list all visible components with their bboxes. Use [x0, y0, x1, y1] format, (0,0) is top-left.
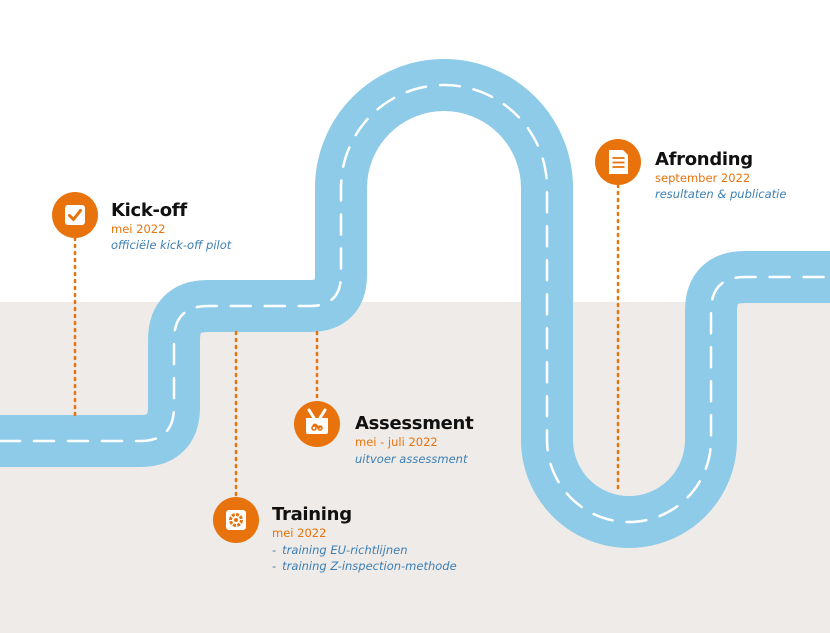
- assessment-date: mei - juli 2022: [355, 435, 438, 449]
- afronding-date: september 2022: [655, 171, 751, 185]
- road-center-line: [0, 83, 830, 524]
- tools-icon: [294, 401, 340, 447]
- training-item: -training Z-inspection-methode: [272, 559, 457, 573]
- afronding-description: resultaten & publicatie: [655, 187, 787, 201]
- training-title: Training: [272, 504, 352, 525]
- afronding-title: Afronding: [655, 149, 753, 170]
- checkbox-icon: [52, 192, 98, 238]
- kickoff-date: mei 2022: [111, 222, 166, 236]
- gear-icon: [213, 497, 259, 543]
- document-icon: [595, 139, 641, 185]
- training-item: -training EU-richtlijnen: [272, 543, 408, 557]
- assessment-title: Assessment: [355, 413, 474, 434]
- kickoff-title: Kick-off: [111, 200, 187, 221]
- assessment-description: uitvoer assessment: [355, 452, 468, 466]
- training-date: mei 2022: [272, 526, 327, 540]
- training-item-text: training Z-inspection-methode: [282, 559, 457, 573]
- training-item-text: training EU-richtlijnen: [282, 543, 408, 557]
- kickoff-description: officiële kick-off pilot: [111, 238, 232, 252]
